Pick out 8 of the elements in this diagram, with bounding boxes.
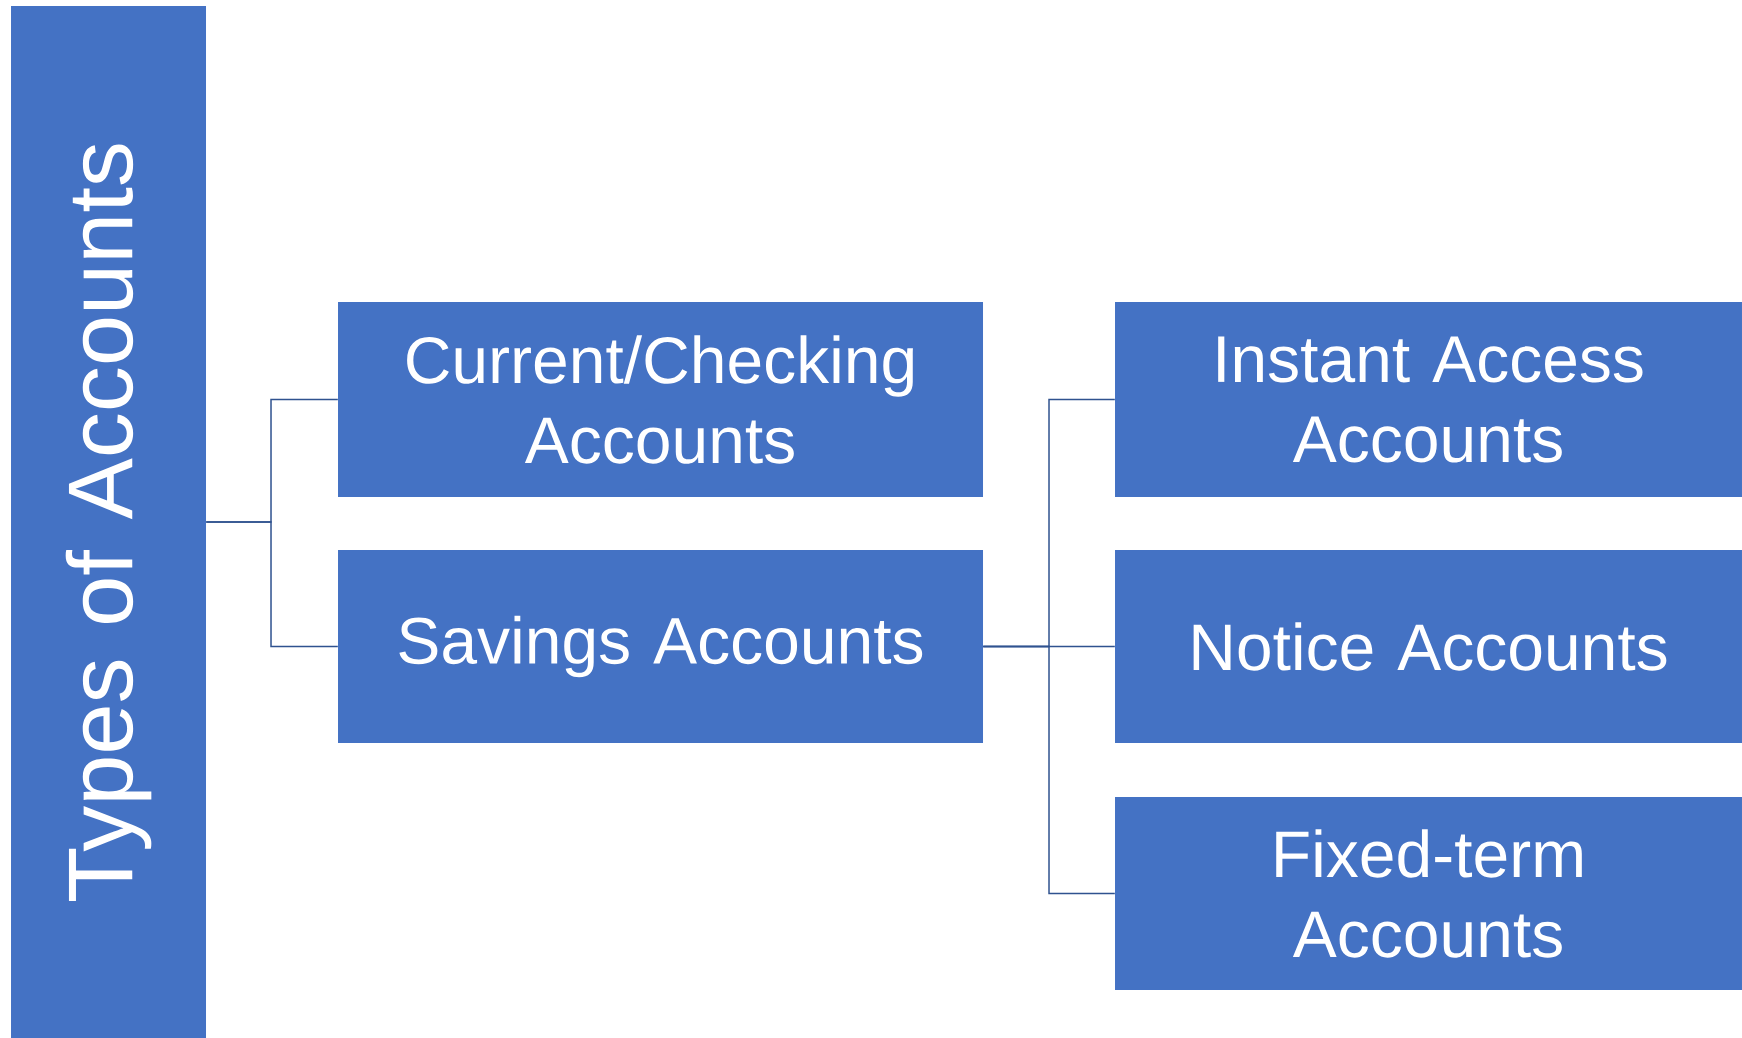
category-box: Instant Access Accounts	[1115, 302, 1742, 497]
category-box: Fixed-term Accounts	[1115, 797, 1742, 990]
connector-line	[205, 521, 339, 648]
category-box: Current/Checking Accounts	[338, 302, 983, 497]
category-box: Notice Accounts	[1115, 550, 1742, 743]
title-bar: Types of Accounts	[11, 6, 206, 1038]
category-box: Savings Accounts	[338, 550, 983, 743]
connector-line	[982, 645, 1116, 895]
